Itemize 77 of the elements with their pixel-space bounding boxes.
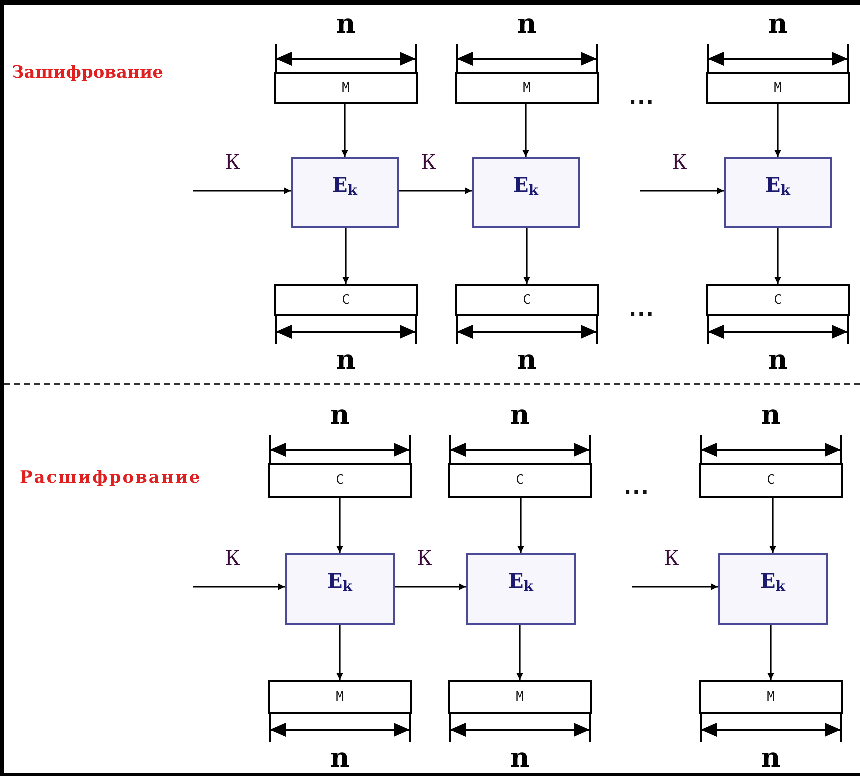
dimension-label: n bbox=[768, 10, 788, 40]
arrow bbox=[632, 584, 718, 590]
dimension-label: n bbox=[761, 744, 781, 774]
dimension-label: n bbox=[517, 10, 537, 40]
operation-label: E$_{k}$ bbox=[766, 173, 790, 199]
dimension-label: n bbox=[336, 10, 356, 40]
data-block bbox=[274, 284, 418, 316]
arrow bbox=[770, 498, 776, 553]
dimension-label: n bbox=[510, 744, 530, 774]
data-block bbox=[699, 463, 843, 498]
block-label: С bbox=[336, 473, 344, 488]
ellipsis: ... bbox=[629, 297, 655, 321]
arrow bbox=[522, 104, 530, 157]
arrow bbox=[193, 584, 285, 590]
data-block bbox=[699, 680, 843, 714]
block-label: М bbox=[342, 80, 350, 96]
ellipsis: ... bbox=[629, 85, 655, 109]
cipher-box bbox=[472, 157, 580, 228]
arrow bbox=[399, 188, 472, 194]
data-block bbox=[706, 284, 850, 316]
edge-label: К bbox=[421, 151, 436, 173]
arrow bbox=[193, 188, 291, 194]
dimension-label: n bbox=[336, 346, 356, 376]
dimension-label: n bbox=[330, 744, 350, 774]
block-label: М bbox=[767, 690, 775, 704]
data-block bbox=[455, 284, 599, 316]
arrow bbox=[768, 625, 774, 680]
block-label: С bbox=[767, 473, 775, 488]
block-label: М bbox=[774, 80, 782, 96]
block-label: С bbox=[516, 473, 524, 488]
operation-label: E$_{k}$ bbox=[332, 173, 358, 199]
data-block bbox=[706, 72, 850, 104]
cipher-box bbox=[718, 553, 828, 625]
operation-label: E$_{k}$ bbox=[328, 569, 352, 595]
arrow bbox=[336, 625, 344, 680]
edge-label: К bbox=[664, 547, 680, 569]
arrow bbox=[336, 498, 344, 553]
data-block bbox=[448, 463, 592, 498]
edge-label: К bbox=[417, 547, 432, 569]
block-label: М bbox=[336, 690, 344, 704]
arrow bbox=[395, 584, 466, 590]
operation-label: E$_{k}$ bbox=[514, 173, 538, 199]
arrow bbox=[774, 228, 782, 284]
edge-label: К bbox=[225, 151, 240, 173]
edge-label: К bbox=[225, 547, 240, 569]
section-title: Расшифрование bbox=[20, 468, 202, 488]
operation-label: E$_{k}$ bbox=[508, 569, 534, 595]
arrow bbox=[640, 188, 724, 194]
dimension-label: n bbox=[768, 346, 788, 376]
edge-label: К bbox=[672, 151, 688, 173]
data-block bbox=[455, 72, 599, 104]
cipher-box bbox=[291, 157, 399, 228]
block-label: М bbox=[516, 690, 524, 704]
data-block bbox=[448, 680, 592, 714]
arrow bbox=[516, 625, 524, 680]
arrow bbox=[342, 104, 348, 157]
arrow bbox=[524, 228, 530, 284]
operation-label: E$_{k}$ bbox=[760, 569, 786, 595]
dimension-label: n bbox=[510, 401, 530, 431]
data-block bbox=[274, 72, 418, 104]
arrow bbox=[342, 228, 350, 284]
dimension-label: n bbox=[330, 401, 350, 431]
block-label: С bbox=[774, 292, 782, 308]
section-title: Зашифрование bbox=[12, 63, 164, 83]
data-block bbox=[268, 463, 412, 498]
block-label: С bbox=[523, 292, 531, 308]
ellipsis: ... bbox=[624, 475, 650, 499]
block-label: С bbox=[342, 292, 350, 308]
block-label: М bbox=[523, 80, 531, 96]
dimension-label: n bbox=[517, 346, 537, 376]
dimension-label: n bbox=[761, 401, 781, 431]
data-block bbox=[268, 680, 412, 714]
cipher-box bbox=[724, 157, 832, 228]
arrow bbox=[774, 104, 782, 157]
cipher-box bbox=[285, 553, 395, 625]
arrow bbox=[518, 498, 524, 553]
cipher-box bbox=[466, 553, 576, 625]
